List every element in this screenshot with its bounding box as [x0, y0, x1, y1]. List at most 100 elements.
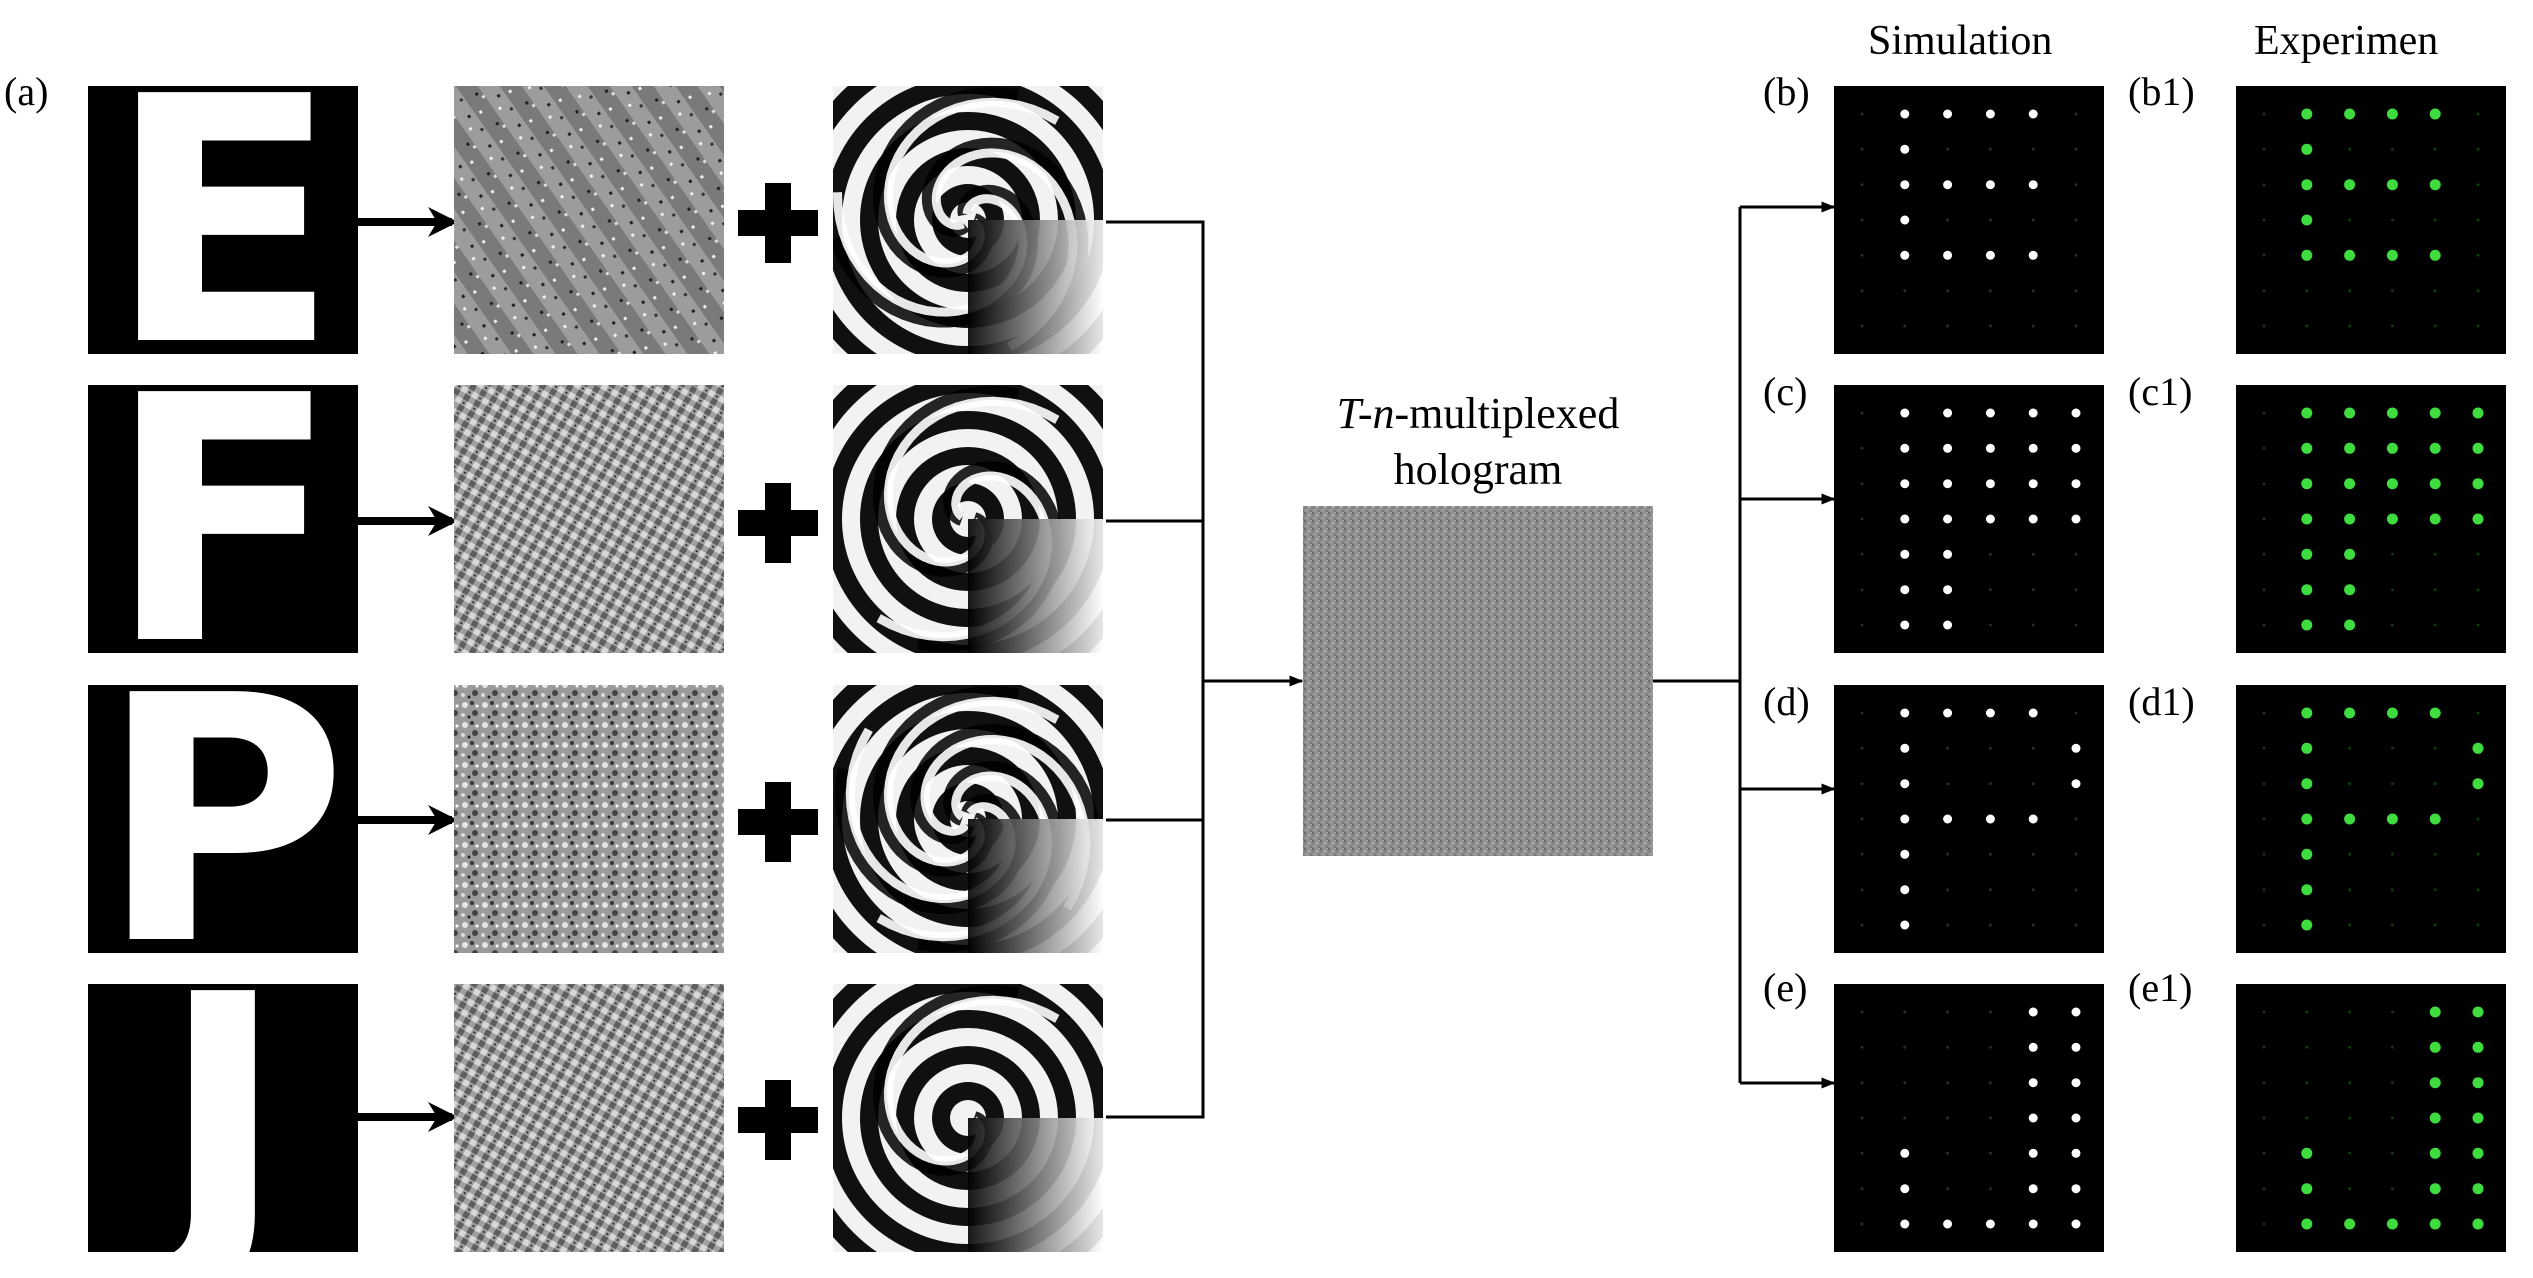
- dot: [2028, 479, 2038, 489]
- dot: [1900, 479, 1910, 489]
- dot: [2429, 478, 2441, 490]
- dot: [2028, 250, 2038, 260]
- panel-label-e: (e): [1763, 965, 1808, 1010]
- dot: [2344, 249, 2356, 261]
- dot: [2344, 707, 2356, 719]
- dot: [1900, 814, 1910, 824]
- dot: [1943, 814, 1953, 824]
- dot: [1985, 443, 1995, 453]
- dot: [2301, 478, 2313, 490]
- dot: [2472, 1147, 2484, 1159]
- dot: [1900, 549, 1910, 559]
- dot: [1943, 250, 1953, 260]
- panel-label-c1: (c1): [2128, 369, 2193, 414]
- dot: [2071, 479, 2081, 489]
- dot: [1900, 1148, 1910, 1158]
- dot: [2028, 708, 2038, 718]
- dot: [2028, 1184, 2038, 1194]
- dot: [1900, 514, 1910, 524]
- dot: [2028, 814, 2038, 824]
- dot: [2071, 1007, 2081, 1017]
- hologram-title-line1: -multiplexed: [1394, 389, 1620, 438]
- header-simulation: Simulation: [1868, 18, 2053, 64]
- dot: [1900, 743, 1910, 753]
- hologram-title-line2: hologram: [1393, 445, 1563, 495]
- dot: [1900, 779, 1910, 789]
- vortex-tile-f: [833, 385, 1103, 653]
- dot: [2472, 1218, 2484, 1230]
- plus-icon: [738, 1080, 818, 1160]
- dot: [1900, 1219, 1910, 1229]
- dot: [2301, 442, 2313, 454]
- dot: [2071, 743, 2081, 753]
- connectors-left: [1106, 220, 1304, 1119]
- dot: [1943, 585, 1953, 595]
- dot: [2472, 1077, 2484, 1089]
- dot: [2386, 478, 2398, 490]
- dot: [2028, 1042, 2038, 1052]
- experiment-tile-d1: [2236, 685, 2506, 953]
- dot: [2386, 407, 2398, 419]
- dot: [1985, 479, 1995, 489]
- plus-icon: [738, 782, 818, 862]
- dot: [2344, 478, 2356, 490]
- dot: [2071, 779, 2081, 789]
- simulation-tile-c: [1834, 385, 2104, 653]
- bold-arrows: [358, 207, 458, 1132]
- vortex-tile-p: [833, 685, 1103, 953]
- dot: [2028, 109, 2038, 119]
- dot: [2071, 1219, 2081, 1229]
- panel-label-d1: (d1): [2128, 679, 2195, 724]
- vortex-phase-tiles: [833, 86, 1103, 1252]
- dot: [2472, 778, 2484, 790]
- dot: [2472, 478, 2484, 490]
- dot: [1943, 408, 1953, 418]
- dot: [2472, 513, 2484, 525]
- dot: [2429, 1147, 2441, 1159]
- dot: [2301, 619, 2313, 631]
- dot: [2301, 1147, 2313, 1159]
- dot: [2429, 1112, 2441, 1124]
- dot: [2344, 548, 2356, 560]
- dot: [2301, 1218, 2313, 1230]
- dot: [2344, 813, 2356, 825]
- dot: [2472, 1041, 2484, 1053]
- dot: [1900, 885, 1910, 895]
- letter-tile-j: J: [88, 923, 358, 1278]
- experiment-tile-b1: [2236, 86, 2506, 354]
- dot: [2429, 179, 2441, 191]
- dot: [2071, 443, 2081, 453]
- dot: [2344, 1218, 2356, 1230]
- plus-icon: [738, 183, 818, 263]
- dot: [1943, 479, 1953, 489]
- dot: [2386, 179, 2398, 191]
- cgh-tile-p: [454, 685, 724, 953]
- vortex-tile-e: [833, 86, 1103, 354]
- dot: [2301, 919, 2313, 931]
- dot: [2429, 1041, 2441, 1053]
- dot: [2301, 813, 2313, 825]
- dot: [1900, 708, 1910, 718]
- hologram-title-italic: T-n: [1336, 389, 1395, 438]
- dot: [2386, 707, 2398, 719]
- dot: [2301, 513, 2313, 525]
- dot: [2386, 249, 2398, 261]
- dot: [1943, 443, 1953, 453]
- letter-tile-f: F: [88, 324, 358, 720]
- dot: [2071, 514, 2081, 524]
- dot: [2429, 707, 2441, 719]
- dot: [2429, 813, 2441, 825]
- letter-tile-e: E: [88, 25, 358, 421]
- dot: [2301, 143, 2313, 155]
- dot: [2028, 1148, 2038, 1158]
- dot: [2429, 1006, 2441, 1018]
- dot: [2028, 1219, 2038, 1229]
- dot: [2301, 407, 2313, 419]
- dot: [2301, 884, 2313, 896]
- cgh-tiles: [454, 86, 724, 1252]
- dot: [1900, 144, 1910, 154]
- multiplexed-hologram: [1303, 506, 1653, 856]
- dot: [2429, 1183, 2441, 1195]
- dot: [2386, 1218, 2398, 1230]
- dot: [2429, 1077, 2441, 1089]
